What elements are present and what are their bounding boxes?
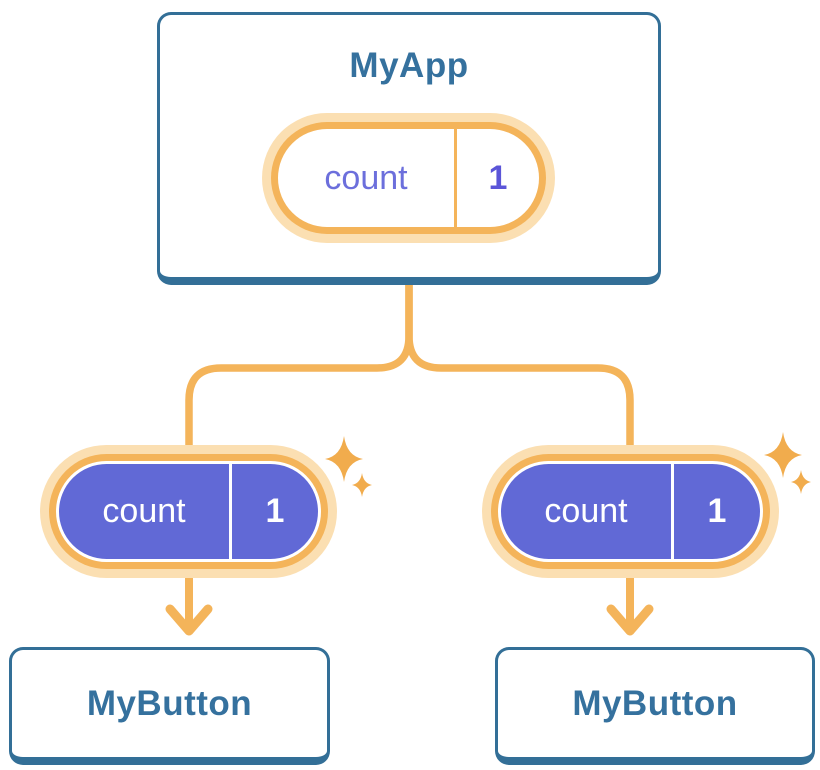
child-component-card-right: MyButton bbox=[495, 647, 815, 765]
pill-divider bbox=[454, 129, 457, 227]
pill-body: count 1 bbox=[278, 129, 539, 227]
state-value-label: 1 bbox=[488, 158, 508, 197]
pill-ring: count 1 bbox=[271, 122, 546, 234]
pill-divider bbox=[229, 464, 232, 559]
pill-body: count 1 bbox=[56, 461, 321, 562]
arrow-down-icon bbox=[165, 604, 213, 636]
arrow-down-icon bbox=[606, 604, 654, 636]
state-key-label: count bbox=[324, 158, 408, 197]
root-state-pill: count 1 bbox=[262, 113, 555, 243]
child-component-card-left: MyButton bbox=[9, 647, 330, 765]
prop-value-label: 1 bbox=[707, 492, 727, 530]
prop-value-label: 1 bbox=[265, 492, 285, 530]
pill-ring: count 1 bbox=[49, 454, 328, 569]
prop-pill-left: count 1 bbox=[40, 445, 337, 578]
prop-key-label: count bbox=[102, 492, 186, 530]
child-component-title: MyButton bbox=[86, 683, 253, 723]
pill-divider bbox=[671, 464, 674, 559]
connector-right-branch bbox=[405, 274, 634, 472]
sparkle-icon bbox=[325, 436, 363, 482]
pill-ring: count 1 bbox=[491, 454, 770, 569]
sparkle-icon bbox=[352, 473, 372, 497]
child-component-title: MyButton bbox=[572, 683, 738, 723]
prop-key-label: count bbox=[544, 492, 628, 530]
pill-body: count 1 bbox=[498, 461, 763, 562]
sparkle-icon bbox=[764, 432, 802, 478]
sparkle-icon bbox=[791, 470, 811, 494]
prop-pill-right: count 1 bbox=[482, 445, 779, 578]
connector-left-branch bbox=[185, 274, 413, 472]
root-component-title: MyApp bbox=[349, 46, 469, 85]
